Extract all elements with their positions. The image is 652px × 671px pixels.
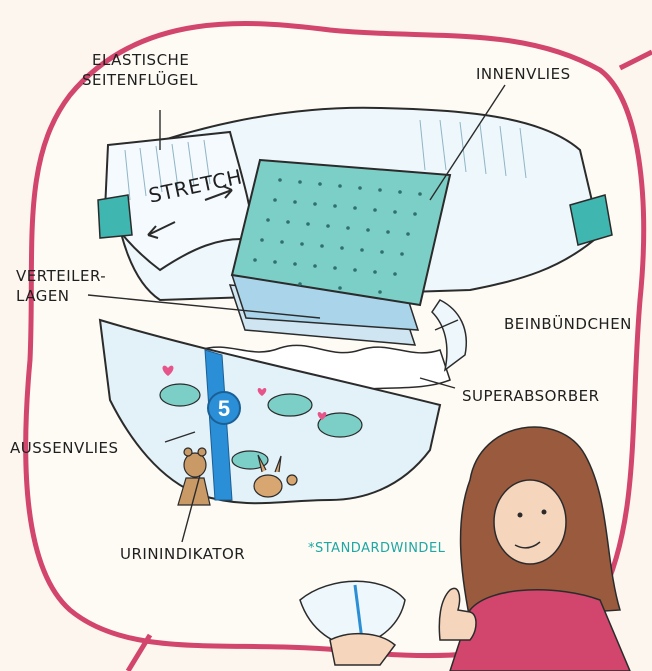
pad-dots — [253, 178, 422, 294]
animal-prints — [177, 447, 298, 506]
frame-stroke-top-right — [618, 49, 652, 71]
woman-illustration — [299, 426, 631, 671]
thumbs-up-hand — [438, 587, 477, 641]
stretch-arrow-right — [204, 185, 233, 201]
heart-prints — [162, 365, 327, 420]
label-distribution-layers-line1: VERTEILER- — [16, 267, 107, 285]
size-badge — [207, 391, 241, 425]
label-standard-diaper: *STANDARDWINDEL — [308, 541, 446, 556]
wing-stripes — [124, 119, 527, 201]
face — [493, 479, 567, 565]
label-inner-fleece: INNENVLIES — [476, 65, 571, 83]
leader-lines — [87, 84, 506, 543]
stretch-arrow-left — [147, 221, 176, 239]
label-outer-fleece: AUSSENVLIES — [10, 439, 119, 457]
inner-fleece-pad — [230, 158, 452, 307]
right-leg-cuff — [431, 299, 467, 372]
cloud-prints — [159, 383, 363, 470]
label-elastic-side-wings-line2: SEITENFLÜGEL — [82, 71, 198, 89]
label-urine-indicator: URININDIKATOR — [120, 545, 246, 563]
frame-stroke-bottom-left — [125, 633, 153, 671]
label-elastic-side-wings-line1: ELASTISCHE — [92, 51, 190, 69]
smile — [514, 541, 541, 549]
holding-hand — [329, 632, 397, 666]
right-tape-tab — [569, 194, 613, 246]
diaper-front-panel — [98, 318, 442, 505]
shirt — [449, 589, 631, 671]
small-diaper — [299, 580, 406, 647]
size-number: 5 — [218, 396, 230, 421]
wetness-indicator-stripe — [204, 349, 233, 501]
left-tape-tab — [97, 194, 133, 239]
label-distribution-layers-line2: LAGEN — [16, 287, 70, 305]
label-superabsorber: SUPERABSORBER — [462, 387, 600, 405]
label-leg-cuffs: BEINBÜNDCHEN — [504, 315, 632, 333]
